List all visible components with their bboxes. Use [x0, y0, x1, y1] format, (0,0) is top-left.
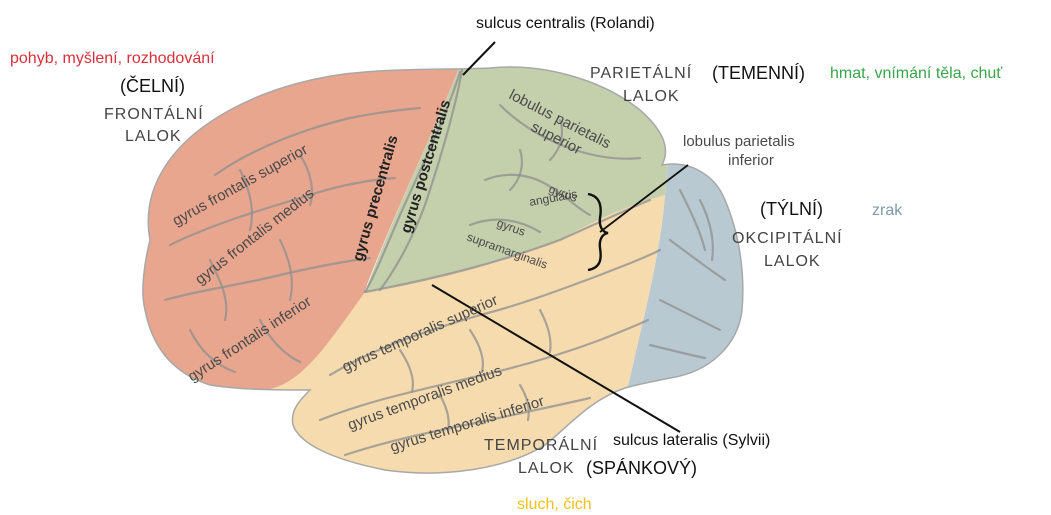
parietal-czech-label: (TEMENNÍ) — [712, 63, 805, 83]
temporal-czech-label: (SPÁNKOVÝ) — [586, 458, 697, 478]
parietal-latin-label: PARIETÁLNÍ — [590, 63, 692, 82]
temporal-function-label: sluch, čich — [517, 496, 592, 513]
temporal-lalok-label: LALOK — [518, 460, 575, 477]
occipital-function-label: zrak — [872, 202, 903, 219]
temporal-latin-label: TEMPORÁLNÍ — [484, 435, 598, 454]
frontal-lalok-label: LALOK — [125, 128, 182, 145]
lobulus-parietalis-inferior-label-1: lobulus parietalis — [683, 133, 795, 150]
frontal-czech-label: (ČELNÍ) — [120, 75, 185, 96]
lateral-sulcus-label: sulcus lateralis (Sylvii) — [613, 432, 770, 449]
lobulus-parietalis-inferior-label-2: inferior — [728, 152, 774, 169]
central-sulcus-label: sulcus centralis (Rolandi) — [476, 15, 655, 32]
occipital-czech-label: (TÝLNÍ) — [760, 199, 823, 219]
parietal-lalok-label: LALOK — [623, 88, 680, 105]
frontal-function-label: pohyb, myšlení, rozhodování — [10, 50, 215, 67]
occipital-latin-label: OKCIPITÁLNÍ — [732, 228, 843, 247]
parietal-function-label: hmat, vnímání těla, chuť — [830, 65, 1003, 82]
occipital-lalok-label: LALOK — [764, 253, 821, 270]
frontal-latin-label: FRONTÁLNÍ — [104, 104, 204, 123]
